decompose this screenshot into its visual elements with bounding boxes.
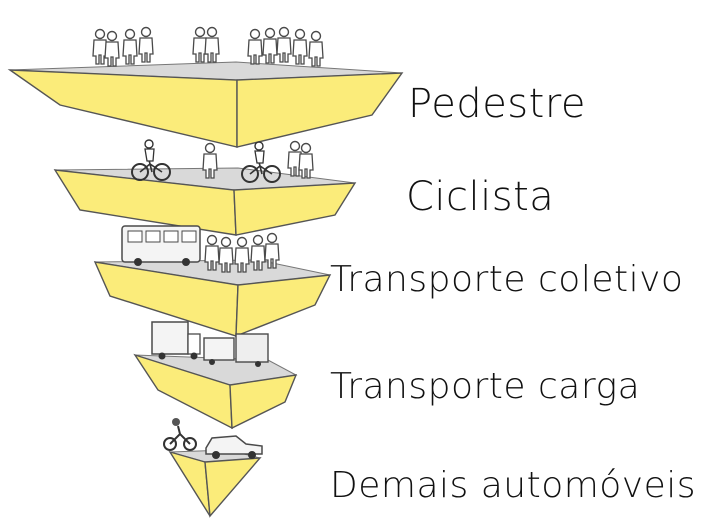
tier-other-vehicles-front-right [204,457,262,518]
tier-public-transport [93,225,332,338]
tier-freight-transport [133,321,298,430]
tier-other-vehicles-front-left [168,450,211,517]
tier-cyclist [53,139,357,236]
tier-other-vehicles [163,418,263,518]
tier-label-other-vehicles: Demais automóveis [330,465,697,506]
tier-pedestrian-front-right [236,72,404,148]
tier-pedestrian-front-left [7,69,238,148]
tier-cyclist-front-right [233,182,357,236]
bus-sketch [121,225,201,266]
motorcycle-and-car-sketches [163,418,263,459]
tier-label-pedestrian: Pedestre [408,81,587,127]
tier-public-transport-front-right [235,274,332,338]
tier-label-cyclist: Ciclista [406,174,555,220]
pedestrian-sketches [92,26,324,67]
tier-pedestrian [7,26,404,148]
tier-label-public-transport: Transporte coletivo [330,259,684,300]
tier-label-freight-transport: Transporte carga [330,366,641,407]
truck-sketches [151,321,269,367]
tier-freight-transport-front-right [229,374,298,430]
